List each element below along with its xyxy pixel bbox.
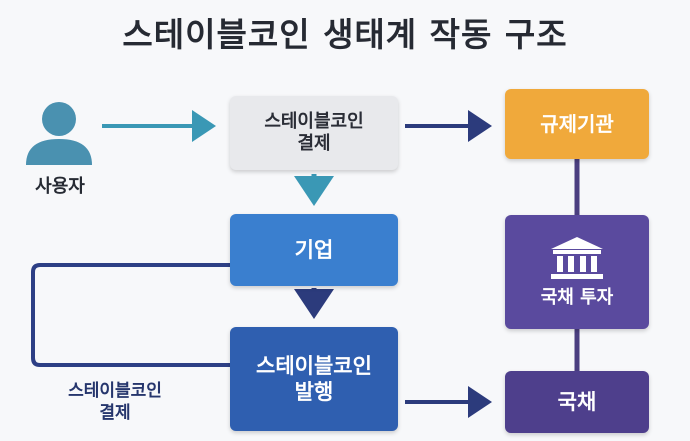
node-government-bond: 국채 bbox=[505, 371, 649, 433]
node-regulator: 규제기관 bbox=[505, 89, 649, 159]
user-icon bbox=[26, 102, 92, 165]
node-stablecoin-issuance: 스테이블코인 발행 bbox=[230, 327, 398, 431]
node-stablecoin-issuance-line-1: 스테이블코인 bbox=[256, 353, 372, 378]
node-stablecoin-payment-line-1: 스테이블코인 bbox=[264, 110, 364, 132]
node-bond-investment: 국채 투자 bbox=[505, 215, 649, 329]
node-company-label: 기업 bbox=[294, 237, 334, 262]
node-regulator-label: 규제기관 bbox=[540, 111, 614, 136]
node-stablecoin-payment: 스테이블코인 결제 bbox=[230, 96, 398, 170]
diagram-title: 스테이블코인 생태계 작동 구조 bbox=[122, 15, 568, 54]
node-bond-investment-label: 국채 투자 bbox=[540, 286, 614, 308]
node-stablecoin-issuance-line-2: 발행 bbox=[294, 380, 334, 404]
loop-label-line-2: 결제 bbox=[99, 403, 131, 424]
loop-label: 스테이블코인 결제 bbox=[40, 380, 190, 424]
node-stablecoin-payment-line-2: 결제 bbox=[297, 133, 331, 154]
loop-company-to-issue bbox=[31, 263, 230, 367]
bank-building-icon bbox=[551, 236, 603, 279]
loop-label-line-1: 스테이블코인 bbox=[68, 381, 162, 401]
node-company: 기업 bbox=[230, 214, 398, 286]
user-label: 사용자 bbox=[35, 176, 85, 197]
node-government-bond-label: 국채 bbox=[557, 389, 597, 414]
